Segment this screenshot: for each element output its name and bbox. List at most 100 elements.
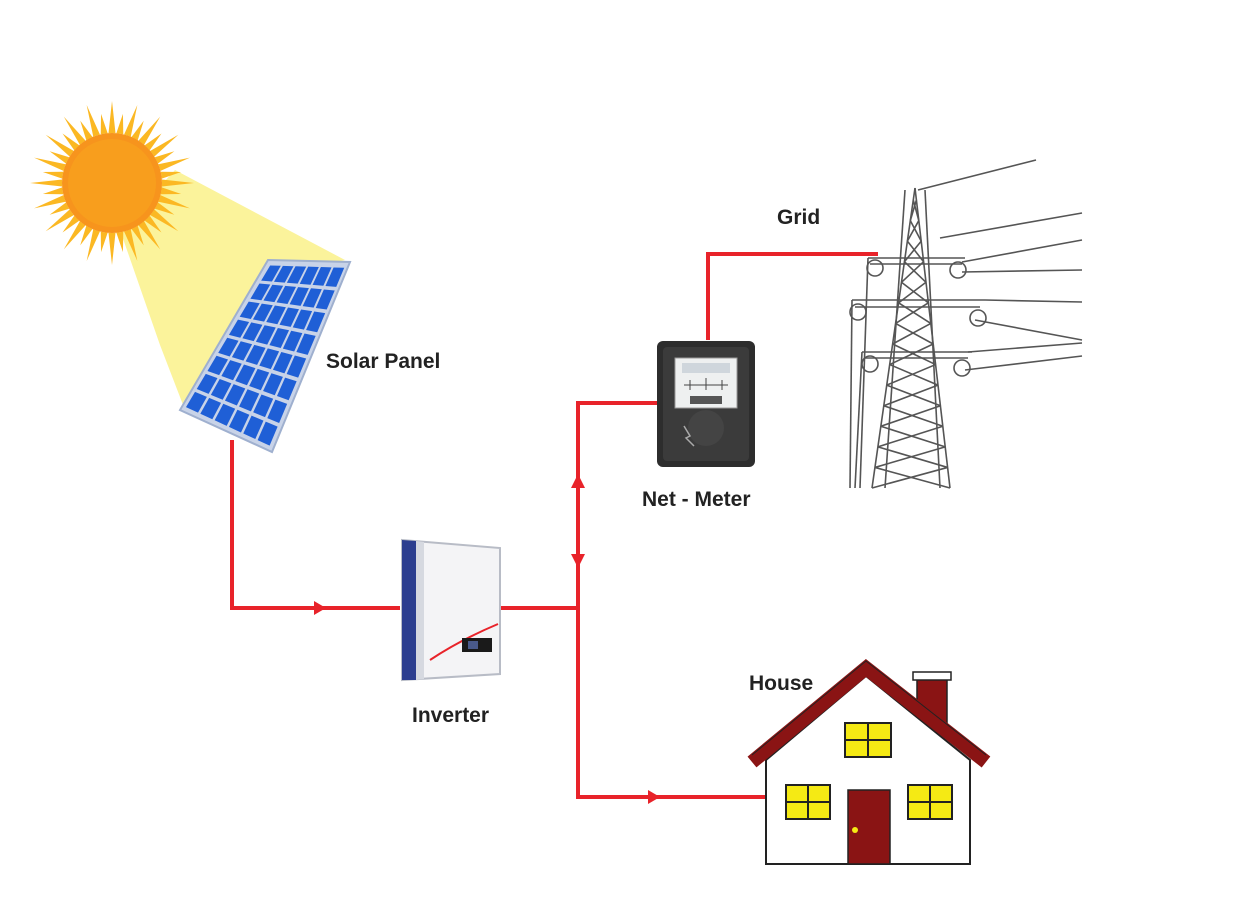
panel-cell (302, 288, 322, 308)
panel-cell (315, 289, 335, 310)
panel-cell (257, 421, 278, 446)
sun-ray (30, 179, 63, 187)
sun-ray (86, 105, 100, 137)
panel-cell (253, 394, 274, 418)
tower-brace (889, 363, 939, 386)
panel-cell (286, 266, 307, 284)
sun-ray (62, 133, 80, 151)
panel-cell (243, 415, 264, 440)
sun-ray (42, 171, 64, 179)
arrow-up-to-meter (571, 474, 585, 488)
panel-cell (267, 399, 288, 423)
house-windows (785, 722, 953, 820)
sun-ray (49, 151, 70, 164)
panel-cell (266, 305, 286, 325)
panel-cell (214, 403, 236, 426)
sun-ray (45, 134, 74, 157)
tower-brace (883, 384, 939, 407)
tower-brace (871, 466, 948, 489)
sun-ray (131, 225, 144, 246)
tower-brace (906, 220, 920, 242)
tower-brace (903, 240, 922, 263)
sun-ray (86, 229, 100, 261)
sun-ray (138, 221, 161, 250)
net-meter-icon (657, 341, 755, 467)
sun-ray (108, 101, 116, 134)
sun-ray (80, 120, 93, 141)
house-label: House (749, 672, 814, 695)
panel-cell (239, 301, 260, 319)
panel-cell (272, 351, 293, 374)
tower-brace (906, 240, 925, 263)
inverter-label: Inverter (412, 704, 490, 727)
panel-cell (259, 348, 280, 370)
arrow-to-house (648, 790, 660, 804)
panel-cell (286, 355, 307, 378)
panel-cell (306, 311, 326, 333)
sun-ray (160, 171, 182, 179)
panel-cell (269, 327, 290, 349)
sun-ray (62, 215, 80, 233)
tower-brace (877, 425, 944, 448)
sun-ray (138, 116, 161, 145)
panel-cell (207, 355, 229, 376)
grid-label: Grid (777, 206, 821, 229)
panel-cell (235, 364, 256, 386)
sun-ray (63, 221, 86, 250)
sun-icon (30, 101, 194, 265)
panel-cell (252, 303, 273, 322)
arrow-down-from-meter (571, 554, 585, 568)
wire-meter-to-grid (706, 252, 878, 340)
panel-cell (250, 283, 271, 301)
panel-cell (239, 389, 260, 412)
panel-cell (224, 384, 246, 406)
panel-cell (325, 267, 345, 287)
tower-brace (886, 384, 941, 407)
tower-brace (895, 302, 929, 325)
net-meter-label: Net - Meter (642, 488, 751, 511)
panel-cell (276, 377, 297, 401)
panel-cell (273, 265, 294, 283)
tower-brace (909, 199, 918, 221)
tower-brace (880, 425, 946, 448)
tower-brace (909, 220, 922, 242)
panel-cell (200, 397, 222, 420)
tower-brace (898, 302, 932, 325)
panel-cell (245, 344, 266, 365)
sun-ray (150, 209, 179, 232)
sun-ray (42, 187, 64, 195)
tower-brace (874, 446, 946, 469)
sun-ray (124, 229, 138, 261)
panel-cell (312, 267, 332, 286)
sun-ray (49, 202, 70, 215)
tower-brace (883, 404, 944, 428)
panel-cell (282, 330, 303, 352)
panel-cell (228, 319, 250, 338)
panel-cell (186, 391, 207, 413)
panel-cell (296, 333, 316, 355)
panel-cell (261, 265, 281, 282)
panel-cell (231, 341, 253, 361)
sun-ray (154, 202, 175, 215)
tower-brace (900, 281, 929, 304)
solar-panel-icon (178, 258, 352, 454)
tower-brace (892, 322, 932, 345)
sun-ray (160, 187, 182, 195)
tower-brace (895, 322, 934, 345)
sun-ray (100, 113, 108, 135)
sun-ray (161, 179, 194, 187)
panel-cell (210, 378, 232, 400)
wire-junction-to-meter (576, 401, 658, 608)
panel-cell (196, 373, 218, 394)
solar-panel-label: Solar Panel (326, 350, 441, 373)
panel-cell (263, 284, 284, 303)
wires (230, 252, 878, 799)
inverter-icon (401, 538, 501, 682)
tower-brace (900, 261, 925, 283)
sun-ray (116, 231, 124, 253)
sun-ray (158, 157, 190, 171)
house-icon (747, 659, 991, 865)
panel-cell (249, 368, 270, 391)
sun-ray (116, 113, 124, 135)
